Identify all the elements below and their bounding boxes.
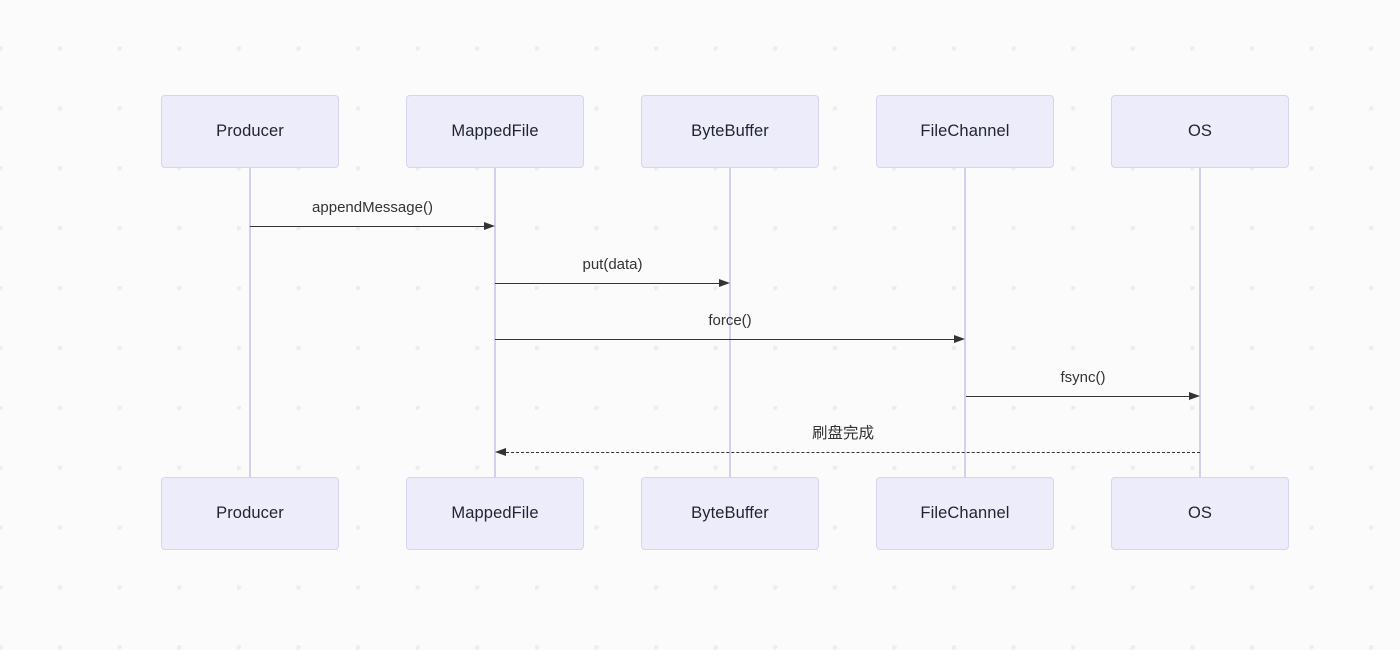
participant-box-top-mappedfile[interactable]: MappedFile	[406, 95, 584, 168]
message-label: appendMessage()	[312, 199, 433, 216]
message-label: fsync()	[1060, 369, 1106, 386]
participant-box-bottom-bytebuffer[interactable]: ByteBuffer	[641, 477, 819, 550]
lifeline-bytebuffer	[729, 168, 731, 477]
arrow-right-icon	[954, 334, 965, 343]
message-line	[495, 283, 719, 284]
lifeline-os	[1199, 168, 1201, 477]
message-line	[966, 396, 1189, 397]
participant-label: MappedFile	[451, 504, 539, 523]
message-label: force()	[708, 312, 752, 329]
arrow-right-icon	[719, 278, 730, 287]
participant-box-top-filechannel[interactable]: FileChannel	[876, 95, 1054, 168]
participant-label: MappedFile	[451, 122, 539, 141]
participant-label: ByteBuffer	[691, 504, 769, 523]
lifeline-filechannel	[964, 168, 966, 477]
message-line	[250, 226, 484, 227]
participant-label: OS	[1187, 504, 1213, 523]
participant-box-top-os[interactable]: OS	[1111, 95, 1289, 168]
participant-box-top-producer[interactable]: Producer	[161, 95, 339, 168]
arrow-left-icon	[495, 447, 506, 456]
arrow-right-icon	[484, 221, 495, 230]
participant-label: Producer	[216, 122, 284, 141]
participant-box-bottom-os[interactable]: OS	[1111, 477, 1289, 550]
message-label: 刷盘完成	[811, 425, 875, 442]
lifeline-producer	[249, 168, 251, 477]
participant-label: ByteBuffer	[691, 122, 769, 141]
participant-label: Producer	[216, 504, 284, 523]
participant-label: OS	[1187, 122, 1213, 141]
message-line	[506, 452, 1200, 453]
message-line	[495, 339, 954, 340]
participant-label: FileChannel	[920, 122, 1010, 141]
participant-box-bottom-mappedfile[interactable]: MappedFile	[406, 477, 584, 550]
lifeline-mappedfile	[494, 168, 496, 477]
participant-box-bottom-filechannel[interactable]: FileChannel	[876, 477, 1054, 550]
participant-box-top-bytebuffer[interactable]: ByteBuffer	[641, 95, 819, 168]
participant-box-bottom-producer[interactable]: Producer	[161, 477, 339, 550]
participant-label: FileChannel	[920, 504, 1010, 523]
arrow-right-icon	[1189, 391, 1200, 400]
message-label: put(data)	[582, 256, 643, 273]
